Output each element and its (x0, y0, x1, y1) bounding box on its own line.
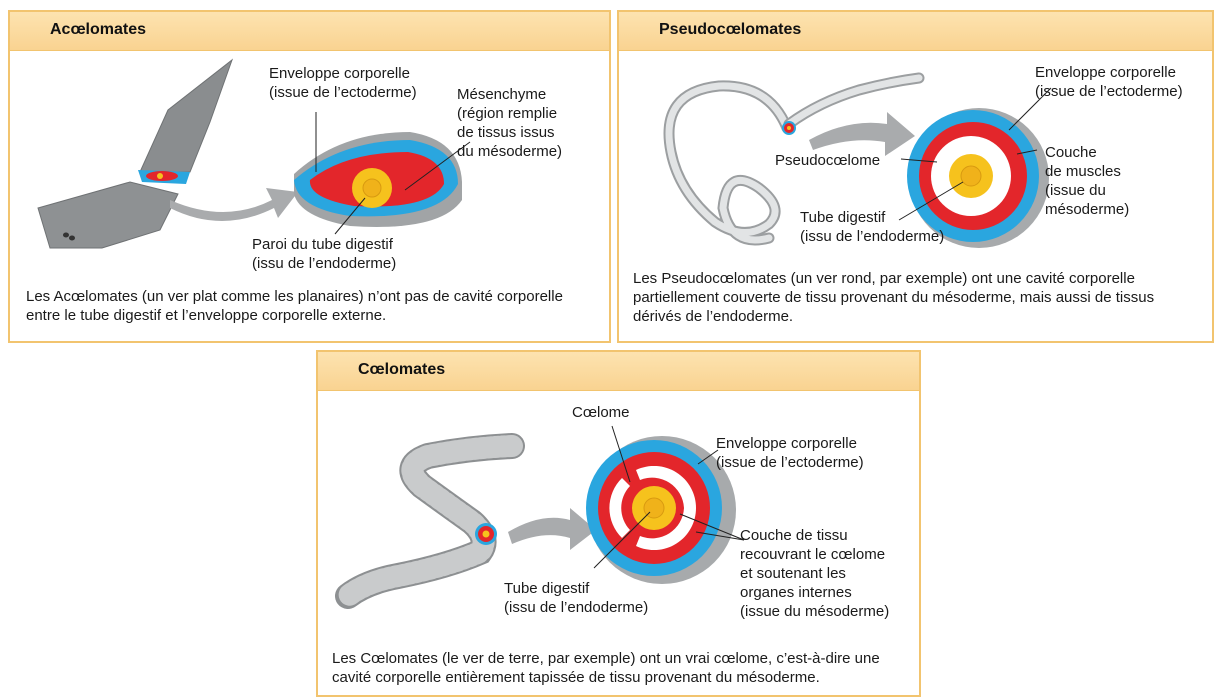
leader-line (404, 141, 471, 191)
flatworm-eye (69, 235, 75, 241)
label-enveloppe: Enveloppe corporelle (issue de l’ectoder… (716, 435, 864, 471)
flatworm-tail (139, 58, 234, 173)
leader-line (898, 181, 964, 221)
flatworm-section-gut (157, 173, 163, 179)
panel-title: Acœlomates (50, 21, 147, 38)
panel-header: Pseudocœlomates (619, 12, 1212, 51)
roundworm-illustration (663, 72, 925, 246)
label-tube-digestif: Tube digestif (issu de l’endoderme) (504, 580, 649, 616)
label-coelome: Cœlome (572, 404, 630, 421)
roundworm-front (785, 74, 923, 128)
gut-lumen (960, 165, 982, 187)
panel-caption: Les Acœlomates (un ver plat comme les pl… (26, 288, 563, 324)
label-paroi: Paroi du tube digestif (issu de l’endode… (252, 236, 397, 272)
leader-line (679, 513, 745, 541)
panel-caption: Les Cœlomates (le ver de terre, par exem… (332, 650, 880, 686)
panel-caption: Les Pseudocœlomates (un ver rond, par ex… (633, 270, 1155, 325)
label-tube-digestif: Tube digestif (issu de l’endoderme) (800, 209, 945, 245)
leader-line (697, 449, 719, 465)
label-mesenchyme: Mésenchyme (région remplie de tissus iss… (457, 86, 563, 160)
pseudocoelomate-cross-section (907, 108, 1049, 248)
leader-line (1016, 149, 1038, 155)
panel-header: Cœlomates (318, 352, 919, 391)
panel-title: Pseudocœlomates (659, 21, 802, 38)
earthworm-body (337, 435, 523, 607)
gut-lumen (362, 178, 382, 198)
roundworm-body (665, 82, 791, 244)
leader-line (1008, 87, 1052, 131)
leader-line (611, 425, 631, 483)
acoelomate-cross-section (294, 132, 462, 227)
panel-acoelomates: Acœlomates Enveloppe corporelle (issue d… (8, 10, 611, 343)
coelom-cavity (636, 465, 696, 551)
label-enveloppe: Enveloppe corporelle (issue de l’ectoder… (269, 65, 417, 101)
acoelomate-illustration (37, 58, 471, 249)
label-couche-tissu: Couche de tissu recouvrant le cœlome et … (740, 527, 890, 620)
leader-line (593, 511, 651, 569)
leader-line (695, 531, 745, 541)
panel-pseudocoelomates: Pseudocœlomates Enveloppe corporelle (617, 10, 1214, 343)
roundworm-front (783, 72, 925, 130)
transition-arrow (170, 188, 298, 221)
coelom-cavity (609, 478, 630, 538)
panel-title: Cœlomates (358, 361, 446, 378)
coelomate-illustration (335, 425, 745, 609)
leader-line (900, 158, 938, 163)
roundworm-section-gut (787, 126, 791, 130)
flatworm-eye (63, 232, 69, 238)
label-couche-muscles: Couche de muscles (issue du mésoderme) (1045, 144, 1130, 218)
panel-coelomates: Cœlomates Cœlome Enveloppe corporelle (316, 350, 921, 697)
label-pseudocoelome: Pseudocœlome (775, 152, 881, 169)
transition-arrow (508, 508, 596, 550)
coelomate-cross-section (586, 436, 736, 584)
transition-arrow (809, 112, 915, 156)
flatworm-illustration (37, 58, 234, 249)
flatworm-head (37, 181, 179, 249)
pseudocoelomate-illustration (663, 72, 1052, 248)
label-enveloppe: Enveloppe corporelle (issue de l’ectoder… (1035, 64, 1183, 100)
earthworm-illustration (335, 433, 525, 609)
leader-line (334, 197, 366, 235)
panel-header: Acœlomates (10, 12, 609, 51)
earthworm-section-gut (482, 530, 490, 538)
